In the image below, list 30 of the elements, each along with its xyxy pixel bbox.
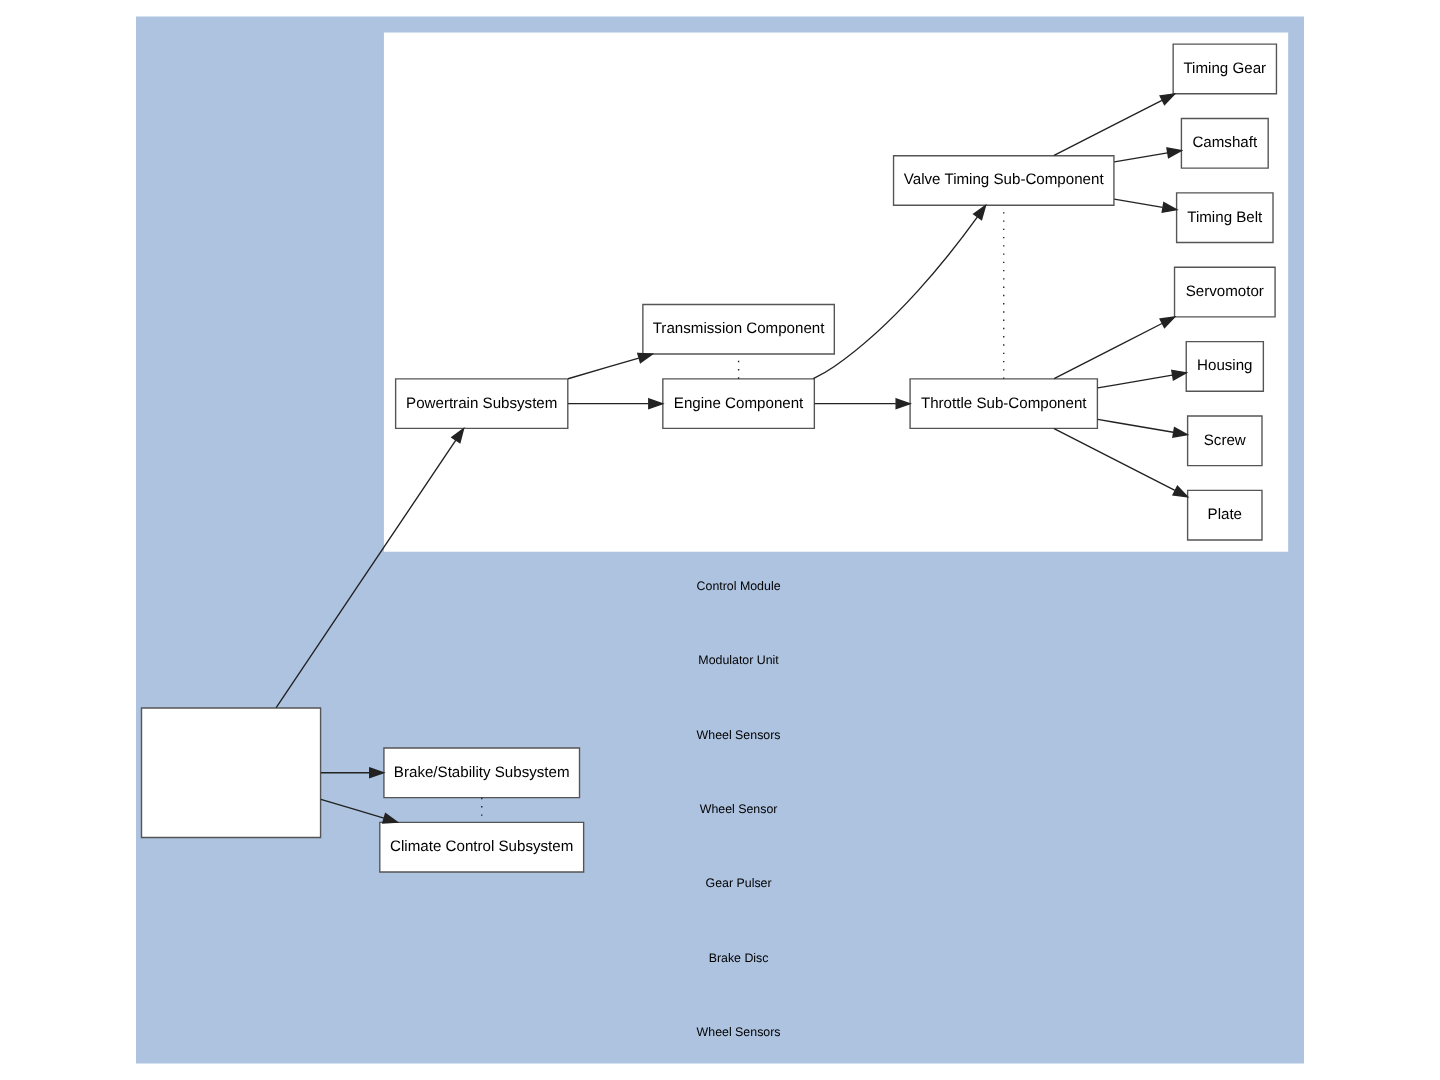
node-box [140, 707, 322, 839]
arrow [813, 397, 912, 410]
node-box: Plate [1186, 489, 1263, 541]
node-box: Climate Control Subsystem [379, 821, 585, 873]
arrow [275, 426, 465, 709]
node-box: Transmission Component [642, 303, 835, 355]
node-box: Timing Belt [1175, 192, 1274, 244]
arrow [1053, 428, 1190, 498]
node-box: Timing Gear [1172, 43, 1278, 95]
arrow [1113, 198, 1179, 213]
arrow [1113, 147, 1184, 163]
node-box: Engine Component [662, 378, 816, 430]
arrow [812, 203, 987, 380]
node-box: Brake/Stability Subsystem [383, 747, 581, 799]
arrow [320, 798, 400, 824]
arrow [1053, 92, 1177, 157]
arrow [1053, 316, 1177, 380]
node-box: Camshaft [1180, 117, 1269, 169]
arrow [320, 766, 386, 779]
arrow [567, 352, 655, 380]
node-box: Screw [1186, 415, 1263, 467]
node-box: Throttle Sub-Component [909, 378, 1099, 430]
node-box: Valve Timing Sub-Component [892, 155, 1115, 206]
node-box: Housing [1185, 340, 1265, 392]
node-box: Servomotor [1173, 266, 1276, 318]
arrow [1097, 369, 1189, 389]
arrow [1097, 418, 1190, 438]
node-box: Powertrain Subsystem [394, 378, 569, 430]
cluster [383, 32, 1289, 552]
arrow [567, 397, 665, 410]
